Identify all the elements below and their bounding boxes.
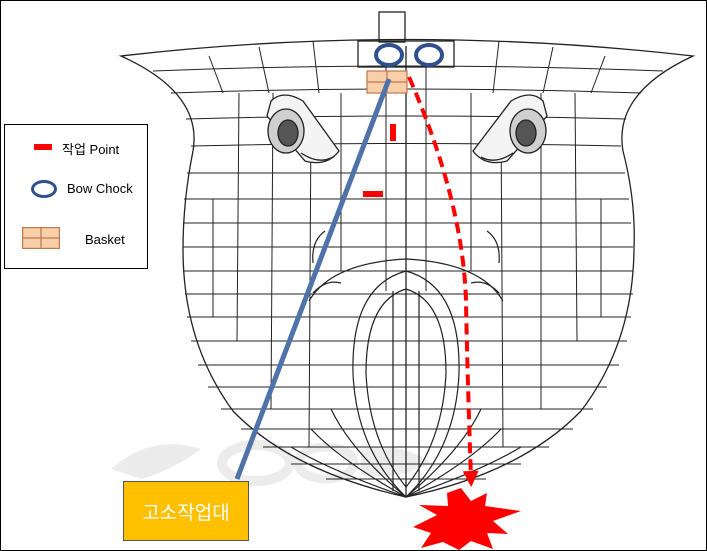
legend-label-bow-chock: Bow Chock: [67, 181, 133, 196]
frame-verticals: [208, 40, 606, 448]
work-points: [363, 124, 396, 197]
hawse-pipe-left: [266, 94, 340, 164]
blue-ring-icon: [31, 180, 57, 198]
legend-item-bow-chock: Bow Chock: [5, 175, 149, 205]
bow-chocks: [374, 43, 444, 67]
impact-burst-icon: [413, 488, 521, 550]
bow-chock-left: [374, 43, 404, 67]
legend-item-work-point: 작업 Point: [5, 133, 149, 163]
aerial-work-platform-label: 고소작업대: [123, 481, 249, 541]
legend-label-basket: Basket: [85, 232, 125, 247]
red-dash-icon: [34, 144, 52, 150]
bulbous-bow: [290, 230, 522, 498]
work-point-marker-2: [363, 191, 383, 197]
bow-chock-right: [414, 43, 444, 67]
hawse-pipe-right: [472, 94, 548, 164]
legend-label-work-point: 작업 Point: [62, 142, 120, 157]
legend-item-basket: Basket: [5, 225, 149, 255]
legend: 작업 Point Bow Chock Basket: [4, 124, 148, 269]
basket-grid-icon: [22, 227, 60, 249]
frame-lines: [152, 65, 664, 480]
descent-path-arrow: [407, 76, 479, 487]
work-point-marker-1: [390, 124, 396, 141]
aerial-platform-boom: [234, 78, 392, 480]
